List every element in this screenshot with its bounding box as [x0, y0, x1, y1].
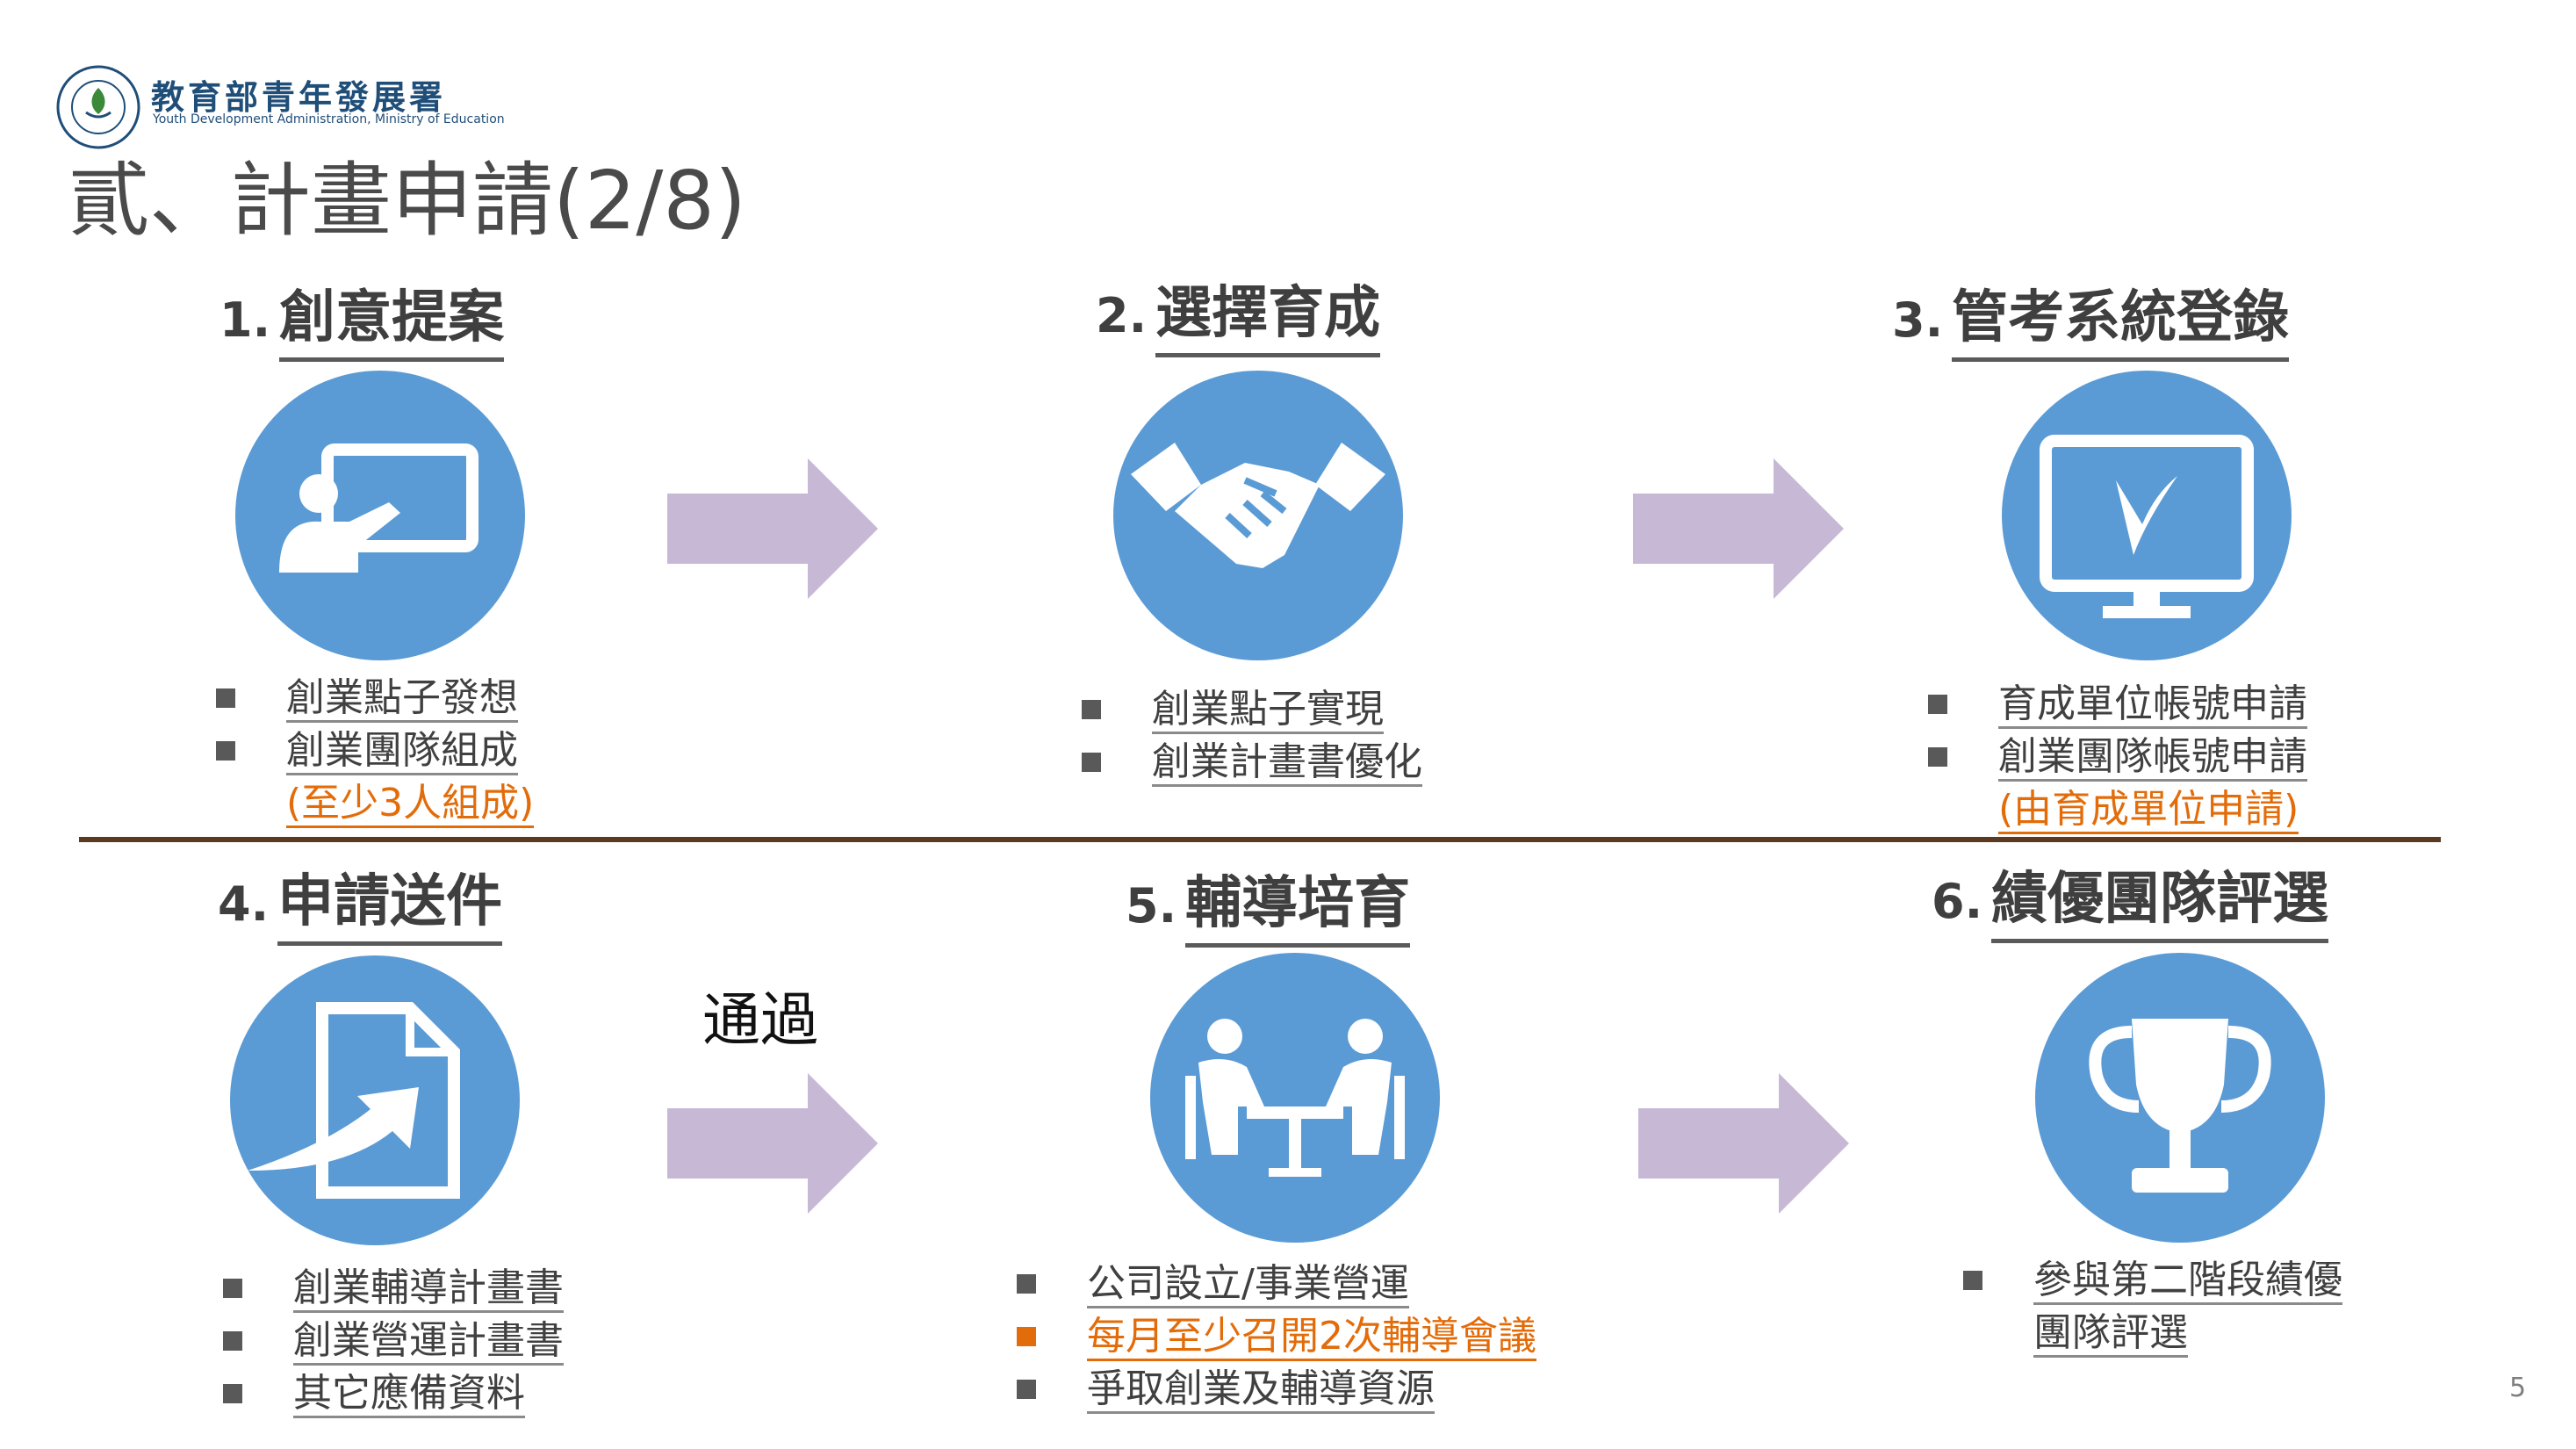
step-4-heading: 4.申請送件 — [218, 869, 503, 946]
page-title: 貳、計畫申請(2/8) — [68, 154, 746, 248]
step-6-heading: 6.績優團隊評選 — [1932, 867, 2329, 943]
step-6-bullets: 參與第二階段績優 團隊評選 — [1963, 1254, 2342, 1359]
arrow-right-icon — [1638, 1073, 1849, 1214]
step-6-number: 6. — [1932, 874, 1983, 929]
bullet-square-icon — [216, 688, 235, 708]
arrow-right-icon — [1633, 458, 1844, 599]
arrow-right-icon — [667, 458, 878, 599]
step-2-heading: 2.選擇育成 — [1096, 281, 1381, 357]
presentation-icon — [235, 371, 525, 660]
step-1-number: 1. — [219, 292, 271, 348]
list-item: 其它應備資料 — [223, 1367, 564, 1420]
step-3-name: 管考系統登錄 — [1952, 285, 2290, 362]
org-name-en: Youth Development Administration, Minist… — [153, 112, 505, 126]
step-4-bullets: 創業輔導計畫書 創業營運計畫書 其它應備資料 — [223, 1262, 564, 1420]
bullet-square-icon — [1928, 695, 1947, 714]
list-item: 創業計畫書優化 — [1082, 736, 1422, 789]
step-6-name: 績優團隊評選 — [1991, 867, 2329, 943]
bullet-square-icon — [1928, 747, 1947, 767]
list-item-note: (至少3人組成) — [216, 777, 535, 830]
step-5-bullets: 公司設立/事業營運 每月至少召開2次輔導會議 爭取創業及輔導資源 — [1017, 1258, 1536, 1416]
section-divider — [79, 837, 2441, 842]
step-5-name: 輔導培育 — [1185, 871, 1411, 948]
bullet-square-icon — [223, 1331, 242, 1351]
bullet-square-icon — [223, 1384, 242, 1403]
list-item: 參與第二階段績優 — [1963, 1254, 2342, 1307]
list-item: 創業點子實現 — [1082, 683, 1422, 736]
meeting-icon — [1150, 953, 1440, 1243]
page-number: 5 — [2509, 1373, 2527, 1403]
step-4-name: 申請送件 — [277, 869, 503, 946]
step-2-bullets: 創業點子實現 創業計畫書優化 — [1082, 683, 1422, 789]
list-item-highlight: 每月至少召開2次輔導會議 — [1017, 1310, 1536, 1363]
list-item: 創業團隊帳號申請 — [1928, 731, 2307, 783]
bullet-square-icon — [1017, 1274, 1036, 1294]
step-1-bullets: 創業點子發想 創業團隊組成 (至少3人組成) — [216, 672, 535, 830]
list-item-note: 團隊評選 — [1963, 1307, 2342, 1359]
trophy-icon — [2035, 953, 2325, 1243]
step-2-name: 選擇育成 — [1155, 281, 1381, 357]
list-item: 創業團隊組成 — [216, 724, 534, 777]
step-5-number: 5. — [1126, 878, 1177, 934]
list-item: 公司設立/事業營運 — [1017, 1258, 1536, 1310]
step-2-number: 2. — [1096, 288, 1148, 343]
org-name-cn: 教育部青年發展署 — [151, 77, 447, 117]
list-item: 育成單位帳號申請 — [1928, 678, 2307, 731]
step-1-heading: 1.創意提案 — [219, 285, 505, 362]
arrow-right-icon — [667, 1073, 878, 1214]
bullet-square-icon — [1963, 1271, 1982, 1290]
bullet-square-icon — [1082, 753, 1101, 772]
document-submit-icon — [230, 955, 520, 1245]
step-3-number: 3. — [1892, 292, 1944, 348]
step-5-heading: 5.輔導培育 — [1126, 871, 1411, 948]
list-item: 創業點子發想 — [216, 672, 534, 724]
step-3-bullets: 育成單位帳號申請 創業團隊帳號申請 (由育成單位申請) — [1928, 678, 2307, 836]
list-item: 創業營運計畫書 — [223, 1315, 564, 1367]
handshake-icon — [1113, 371, 1403, 660]
pass-label: 通過 — [702, 986, 818, 1054]
list-item-note: (由育成單位申請) — [1928, 783, 2307, 836]
step-1-name: 創意提案 — [279, 285, 505, 362]
step-3-heading: 3.管考系統登錄 — [1892, 285, 2290, 362]
bullet-square-icon — [1082, 700, 1101, 719]
monitor-icon — [2002, 371, 2292, 660]
list-item: 爭取創業及輔導資源 — [1017, 1363, 1536, 1416]
list-item: 創業輔導計畫書 — [223, 1262, 564, 1315]
bullet-square-icon — [1017, 1327, 1036, 1346]
bullet-square-icon — [223, 1279, 242, 1298]
bullet-square-icon — [216, 741, 235, 761]
step-4-number: 4. — [218, 876, 270, 932]
bullet-square-icon — [1017, 1380, 1036, 1399]
ministry-logo — [54, 63, 142, 151]
